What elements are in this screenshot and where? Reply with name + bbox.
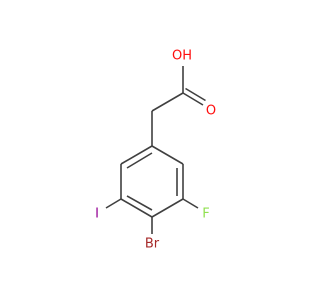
bond-ring-c6-c1 xyxy=(120,145,153,165)
bond-carbonyl-o-double xyxy=(185,87,206,102)
bond-carbonyl-o xyxy=(182,92,204,106)
bond-ring-c4-c5 xyxy=(120,198,153,218)
atom-label-bromine: Br xyxy=(145,237,160,252)
molecule-structure: OH O F Br I xyxy=(95,49,216,252)
bond-ring-c3-c4 xyxy=(151,198,184,218)
bond-ring-c4-c5-inner xyxy=(126,195,153,211)
atom-label-iodine: I xyxy=(95,207,99,222)
bond-ring-c1-c2 xyxy=(151,145,184,165)
atom-label-hydroxyl: OH xyxy=(172,49,192,64)
bond-ring-c6-c1-inner xyxy=(126,152,153,169)
bond-c5-i xyxy=(105,198,122,209)
atom-label-fluorine: F xyxy=(202,207,209,222)
bond-c3-f xyxy=(182,198,199,209)
bond-ch2-carbonyl xyxy=(151,92,184,112)
atom-label-carbonyl-oxygen: O xyxy=(206,104,216,119)
